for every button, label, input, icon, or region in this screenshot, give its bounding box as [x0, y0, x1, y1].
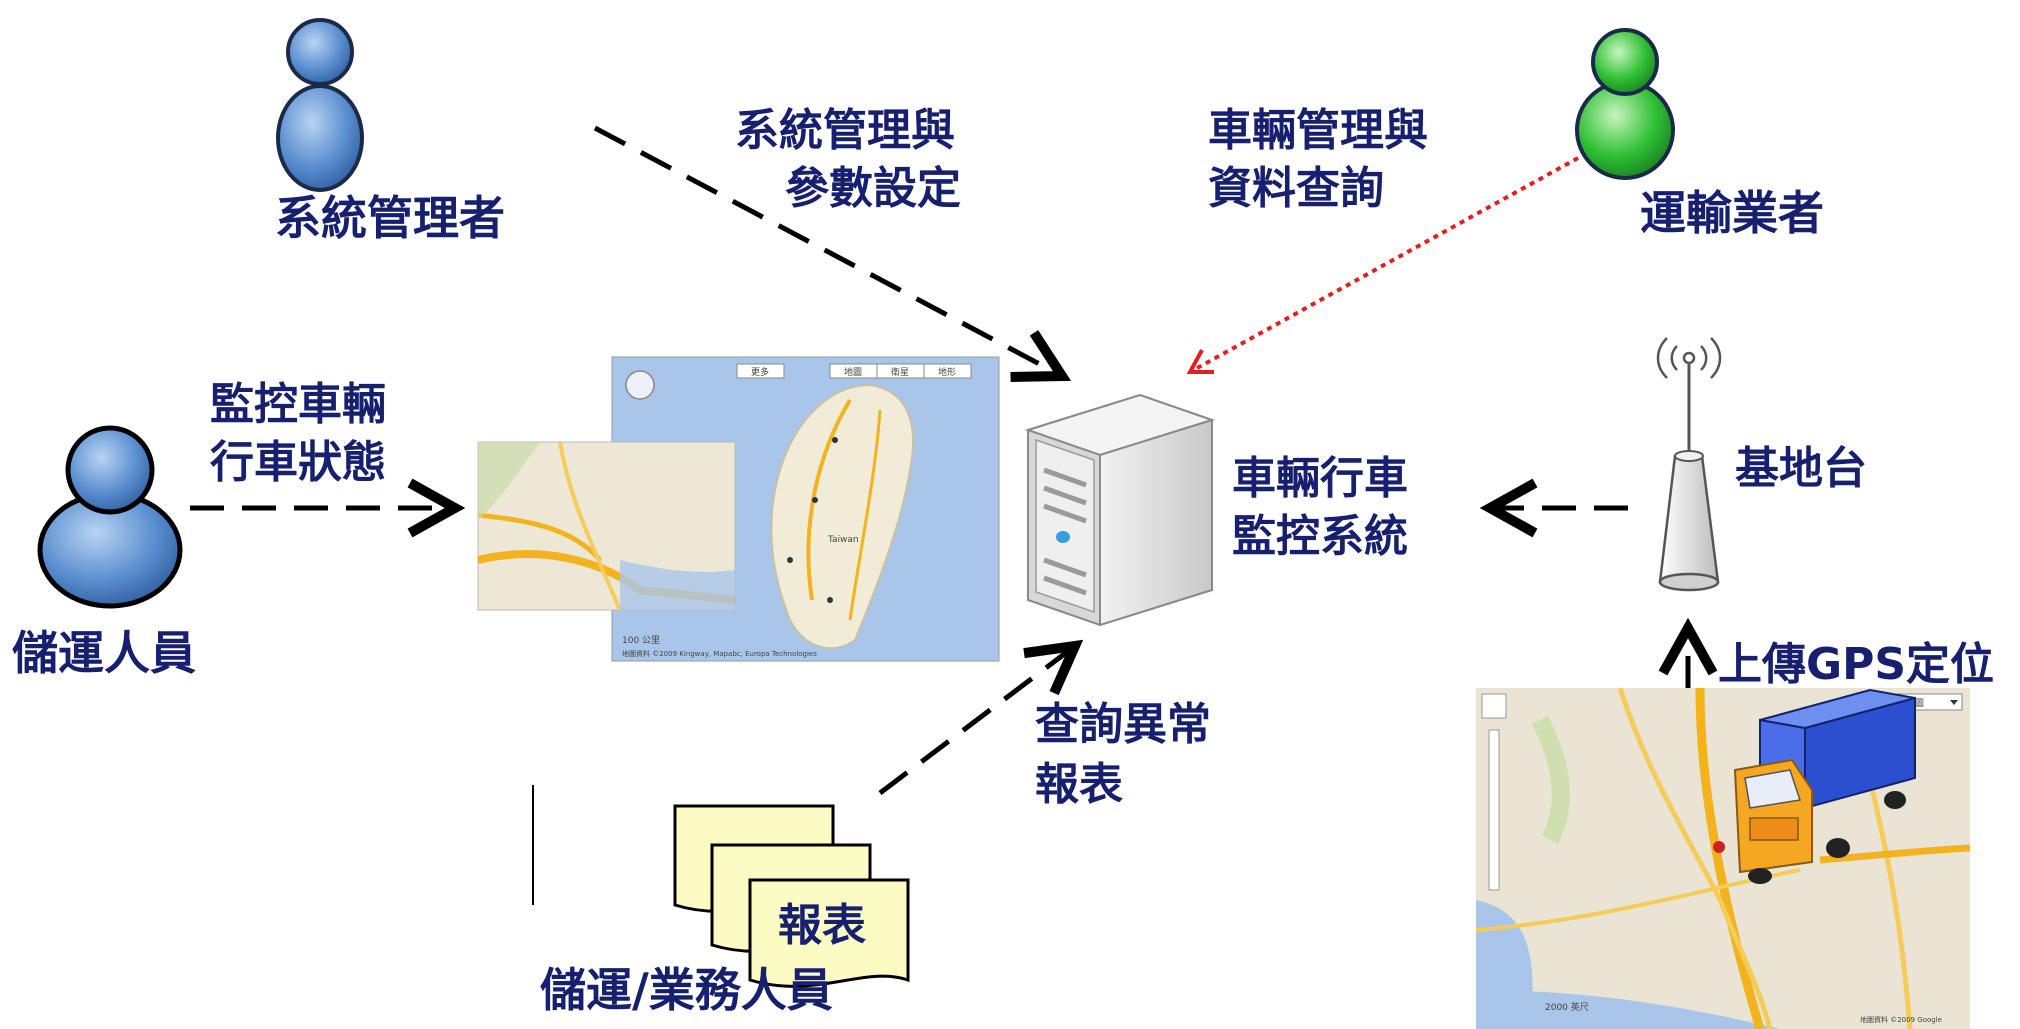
map-tw-button-satellite[interactable]: 衛星: [891, 366, 909, 378]
server-icon: [1024, 393, 1216, 627]
flow-vehicle-query-line2: 資料查詢: [1208, 163, 1384, 214]
sysadmin-label: 系統管理者: [275, 191, 505, 245]
arrow-sysadmin-to-server: [593, 125, 1062, 376]
flow-report-line1: 查詢異常: [1035, 699, 1211, 750]
system-label-line2: 監控系統: [1232, 511, 1408, 562]
map-us-pan-control[interactable]: [1481, 693, 1507, 719]
base-station-label: 基地台: [1735, 443, 1867, 494]
map-us-credit: 地圖資料 ©2009 Google: [1860, 1015, 1942, 1024]
flow-sys-config-line2: 參數設定: [785, 163, 961, 214]
map-tw-button-map[interactable]: 地圖: [844, 366, 862, 378]
transport-person-icon: [1575, 28, 1675, 180]
business-staff-label: 儲運/業務人員: [540, 963, 833, 1017]
report-doc-label: 報表: [778, 900, 866, 951]
map-tw-credit: 地圖資料 ©2009 Kingway, Mapabc, Europa Techn…: [622, 649, 817, 658]
map-us-scale: 2000 英尺: [1545, 1001, 1589, 1013]
map-tw-pan-control[interactable]: [625, 370, 655, 400]
flow-upload-gps-label: 上傳GPS定位: [1718, 639, 1995, 690]
arrow-report-to-server: [878, 646, 1075, 795]
transport-label: 運輸業者: [1640, 186, 1824, 240]
map-tw-place-label: Taiwan: [827, 535, 859, 545]
arrow-transport-head: [1186, 349, 1214, 374]
arrow-transport-to-server: [1189, 156, 1579, 374]
report-documents-icon: [532, 785, 910, 988]
flow-monitor-line1: 監控車輛: [210, 379, 386, 430]
map-tw-button-more[interactable]: 更多: [751, 366, 769, 378]
sysadmin-person-icon: [276, 18, 364, 192]
system-label-line1: 車輛行車: [1232, 453, 1408, 504]
truck-icon: [1733, 688, 1916, 884]
storage-staff-label: 儲運人員: [12, 626, 196, 680]
base-station-tower-icon: [1656, 337, 1722, 592]
flow-report-line2: 報表: [1035, 759, 1123, 810]
map-tw-scale: 100 公里: [622, 635, 660, 646]
zoomed-map-inset: [477, 441, 736, 611]
storage-person-icon: [37, 425, 183, 609]
flow-sys-config-line1: 系統管理與: [735, 105, 955, 156]
map-us-zoom-slider[interactable]: [1488, 729, 1500, 891]
flow-monitor-line2: 行車狀態: [210, 437, 386, 488]
chevron-down-icon: [1950, 700, 1958, 705]
map-tw-button-terrain[interactable]: 地形: [938, 366, 956, 378]
flow-vehicle-query-line1: 車輛管理與: [1208, 105, 1428, 156]
